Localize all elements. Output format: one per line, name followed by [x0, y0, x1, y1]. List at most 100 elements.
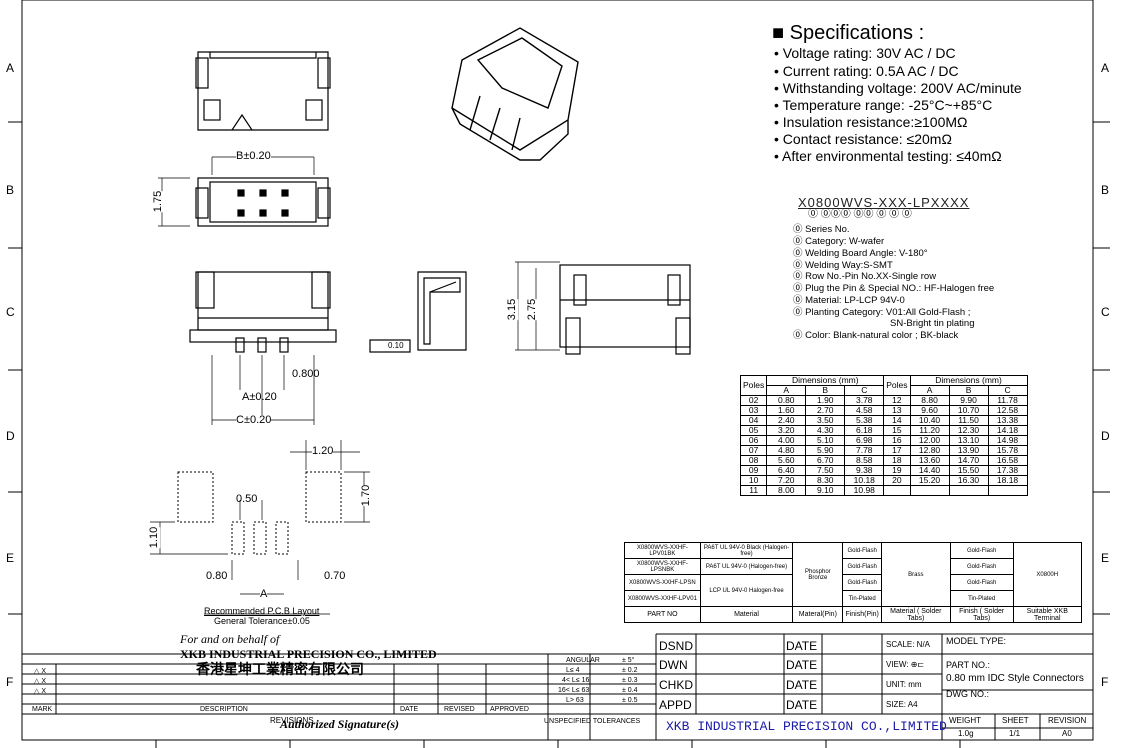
dimension-cell: 0.80	[766, 395, 807, 406]
pcb-tolerance: General Tolerance±0.05	[214, 616, 310, 626]
dimension-cell: 1.60	[766, 405, 807, 416]
row-label-e-left: E	[6, 551, 15, 565]
spec-item: • Contact resistance: ≤20mΩ	[774, 131, 952, 147]
dimension-cell: 15.78	[987, 445, 1028, 456]
dim-tolerance: 0.10	[388, 341, 404, 350]
bom-terminal: X0800H	[1012, 542, 1083, 607]
rev-mark: △ X	[34, 678, 46, 685]
pcb-dim-0-80: 0.80	[206, 570, 228, 582]
dimension-cell: 11.20	[909, 425, 950, 436]
dimension-table: Poles Dimensions (mm) Poles Dimensions (…	[739, 375, 1028, 496]
dimension-cell: 4.58	[844, 405, 885, 416]
row-label-d-right: D	[1101, 429, 1110, 443]
dimension-cell: 13.60	[909, 455, 950, 466]
role-appd: APPD	[659, 698, 692, 712]
bom-part: X0800WVS-XXHF-LPV01BK	[624, 542, 701, 559]
dim-height-2: 2.75	[526, 298, 539, 321]
dimension-cell: 5.60	[766, 455, 807, 466]
dimension-cell: 6.98	[844, 435, 885, 446]
tol-value: ± 0.4	[622, 687, 638, 694]
dimension-cell: 19	[883, 465, 911, 476]
dimension-cell: 4.30	[805, 425, 846, 436]
bom-finish-pin: Gold-Flash	[842, 542, 882, 559]
bom-finish-tab: Gold-Flash	[949, 542, 1014, 559]
row-label-c-right: C	[1101, 305, 1110, 319]
dimension-cell: 5.90	[805, 445, 846, 456]
spec-item: • Withstanding voltage: 200V AC/minute	[774, 80, 1022, 96]
dimension-cell: 16	[883, 435, 911, 446]
dimension-cell: 16.58	[987, 455, 1028, 466]
pcb-dim-0-70: 0.70	[324, 570, 346, 582]
row-label-a-right: A	[1101, 61, 1110, 75]
date-label: DATE	[786, 639, 818, 653]
dim-header-poles: Poles	[739, 375, 768, 396]
sig-line-3: 香港星坤工業精密有限公司	[196, 661, 364, 677]
dimension-cell: 12	[883, 395, 911, 406]
dim-pitch: 0.800	[292, 368, 320, 380]
scale: SCALE: N/A	[886, 640, 931, 649]
dimension-cell: 8.80	[909, 395, 950, 406]
pcb-title: Recommended P.C.B Layout	[204, 606, 320, 616]
dim-header-dims: Dimensions (mm)	[766, 375, 885, 386]
dimension-cell: 2.40	[766, 415, 807, 426]
dimension-cell: 8.58	[844, 455, 885, 466]
tol-label: L≤ 4	[566, 667, 580, 674]
dimension-cell: 12.80	[909, 445, 950, 456]
side-view	[189, 271, 337, 425]
rev-mark: △ X	[34, 668, 46, 675]
bom-finish-tab: Gold-Flash	[949, 574, 1014, 591]
dimension-cell: 02	[739, 395, 768, 406]
dimension-cell: 12.58	[987, 405, 1028, 416]
unit: UNIT: mm	[886, 680, 922, 689]
bom-part: X0800WVS-XXHF-LPSN	[624, 574, 701, 591]
rev-footer: REVISIONS	[270, 716, 314, 725]
pcb-layout	[150, 440, 370, 615]
tol-value: ± 0.3	[622, 677, 638, 684]
title-block-lines	[22, 633, 1093, 740]
bom-material: PA6T UL 94V-0 Black (Halogen-free)	[699, 542, 794, 559]
pn-item: ⓪ Color: Blank-natural color ; BK-black	[793, 330, 959, 341]
sheet: 1/1	[1009, 729, 1021, 738]
front-view	[195, 51, 331, 131]
dimension-cell: 12.00	[909, 435, 950, 446]
bom-table: X0800WVS-XXHF-LPV01BK PA6T UL 94V-0 Blac…	[624, 542, 1083, 623]
dimension-cell: 2.70	[805, 405, 846, 416]
size: SIZE: A4	[886, 700, 918, 709]
dimension-cell: 10.18	[844, 475, 885, 486]
bom-part: X0800WVS-XXHF-LPSNBK	[624, 558, 701, 575]
dimension-cell: 14.70	[948, 455, 989, 466]
dimension-cell: 16.30	[948, 475, 989, 486]
bom-finish-tab: Tin-Plated	[949, 590, 1014, 607]
tol-label: 4< L≤ 16	[562, 677, 590, 684]
frame-ticks	[8, 121, 1110, 748]
bom-part: X0800WVS-XXHF-LPV01	[624, 590, 701, 607]
dimension-cell: 04	[739, 415, 768, 426]
row-label-e-right: E	[1101, 551, 1110, 565]
row-label-b-right: B	[1101, 183, 1110, 197]
tol-value: ± 0.5	[622, 697, 638, 704]
date-label: DATE	[786, 658, 818, 672]
dimension-cell	[883, 485, 911, 496]
revision-header: REVISION	[1048, 716, 1087, 725]
spec-item: • Temperature range: -25°C~+85°C	[774, 97, 993, 113]
bom-header-material: Material	[699, 606, 794, 623]
sig-line-1: For and on behalf of	[180, 632, 280, 646]
pn-item: ⓪ Category: W-wafer	[793, 236, 885, 247]
dimension-cell: 9.10	[805, 485, 846, 496]
bom-finish-pin: Gold-Flash	[842, 574, 882, 591]
spec-item: • After environmental testing: ≤40mΩ	[774, 148, 1002, 164]
model-type: MODEL TYPE:	[946, 636, 1007, 646]
rev-header-mark: MARK	[32, 706, 53, 713]
dimension-cell: 4.80	[766, 445, 807, 456]
pcb-dim-0-50: 0.50	[236, 493, 258, 505]
bom-header-terminal: Suitable XKB Terminal	[1012, 606, 1083, 623]
dimension-cell: 11.50	[948, 415, 989, 426]
dimension-cell: 13.38	[987, 415, 1028, 426]
bom-finish-pin: Gold-Flash	[842, 558, 882, 575]
bom-header-mat-tabs: Material ( Solder Tabs)	[880, 606, 951, 623]
